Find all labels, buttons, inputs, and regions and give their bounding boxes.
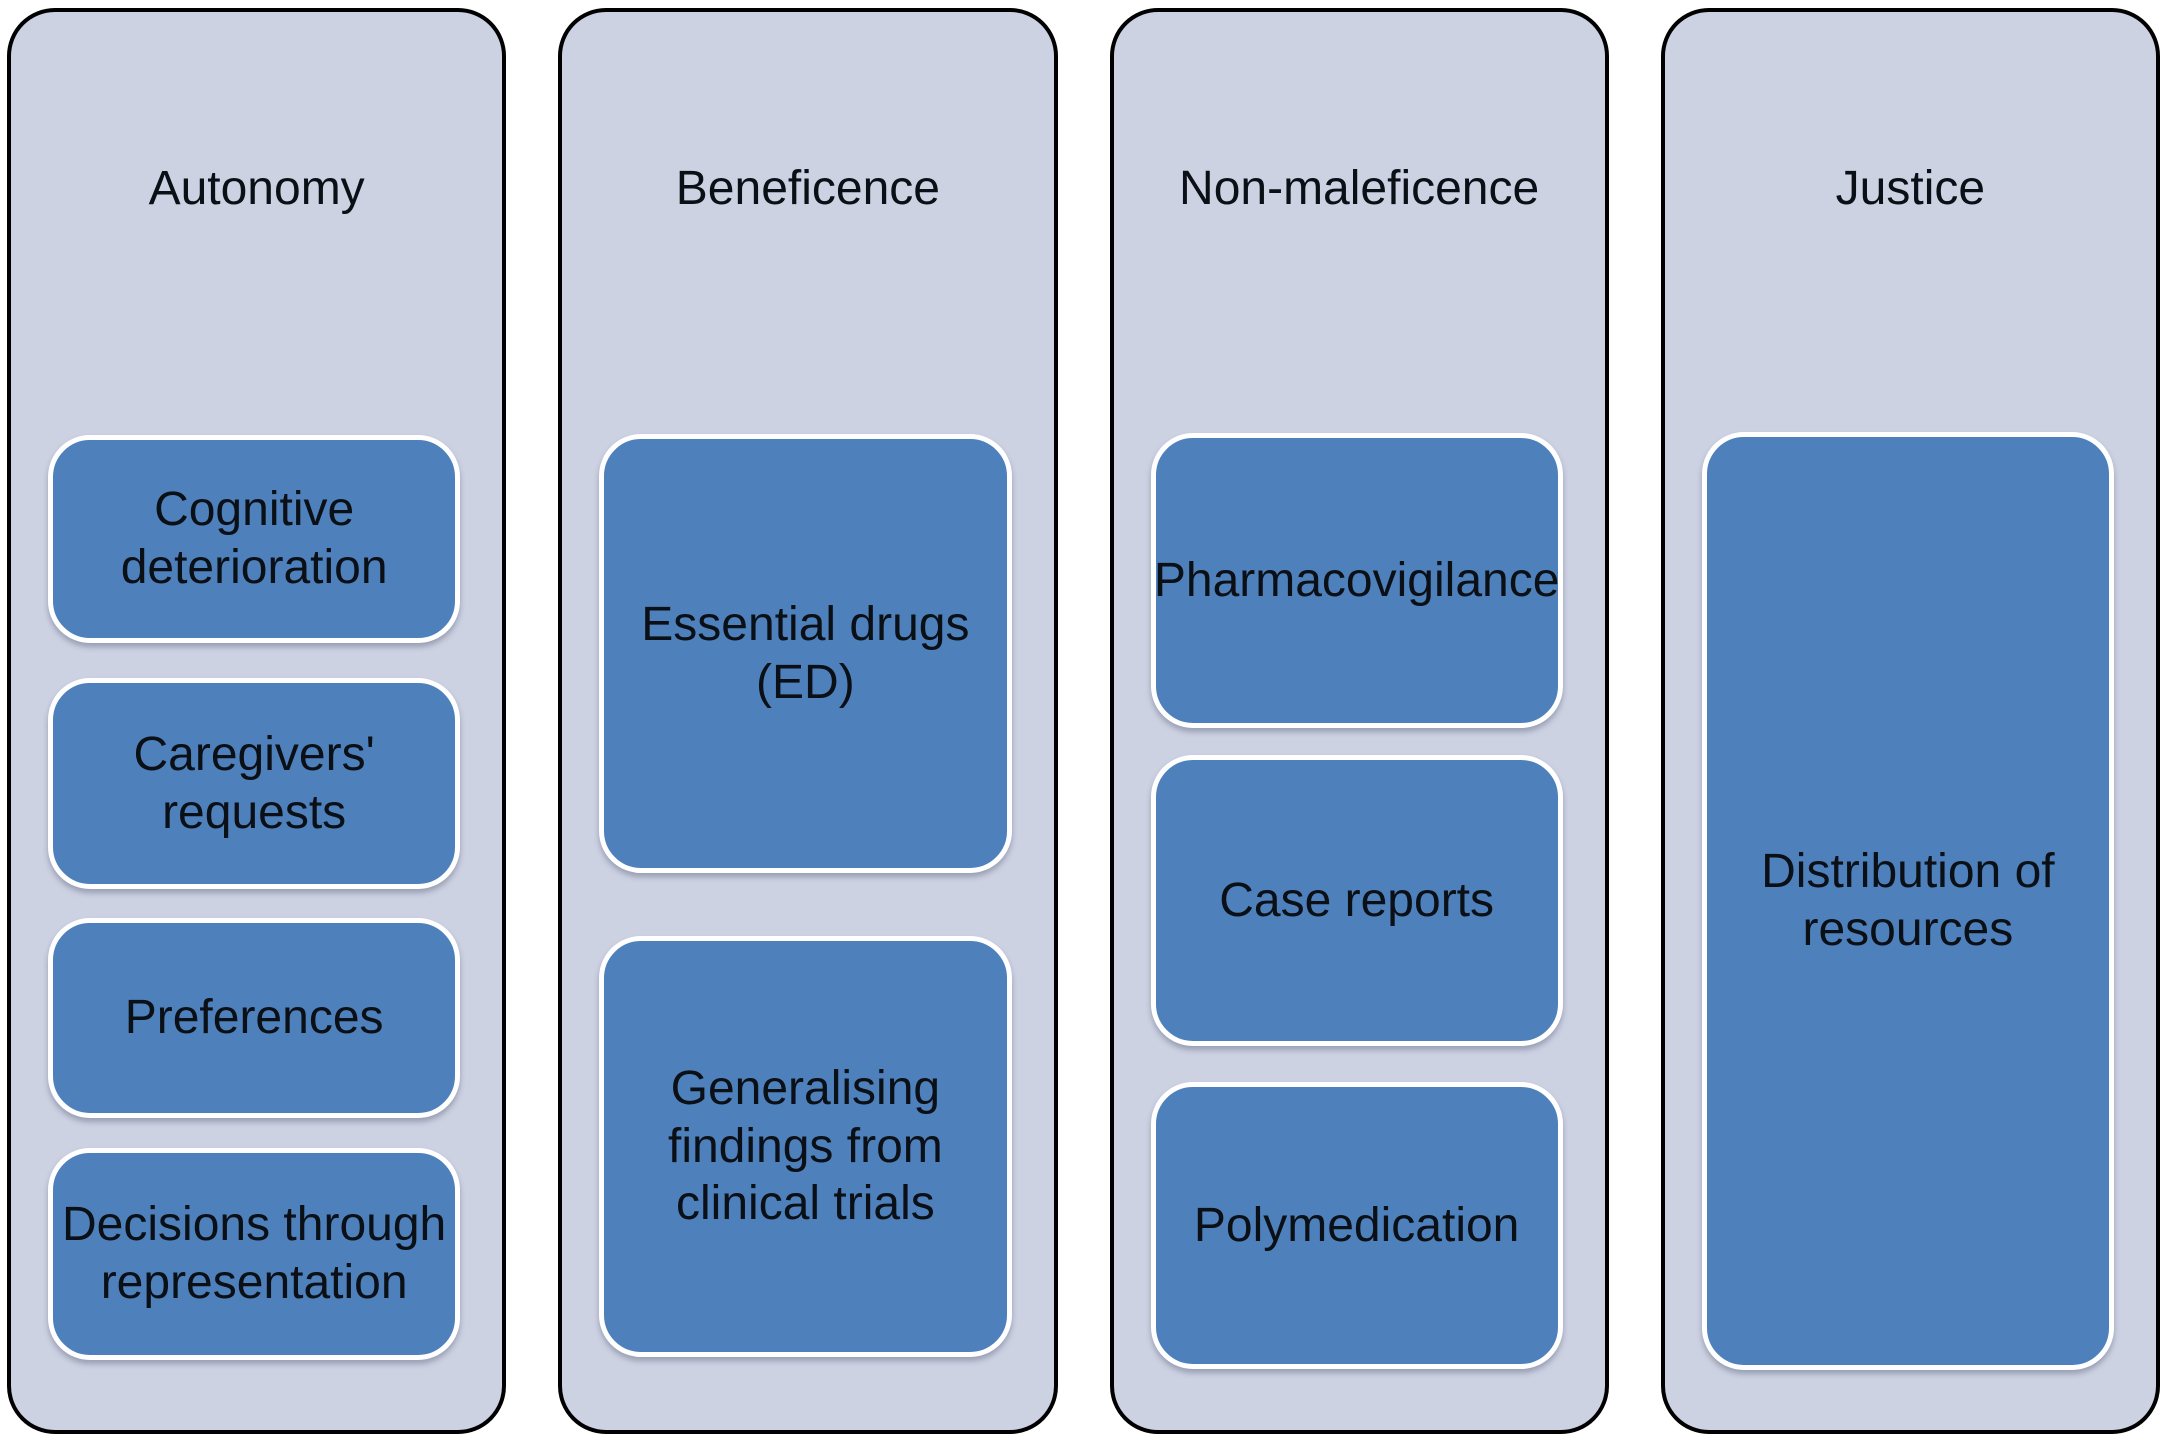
column-beneficence: Beneficence Essential drugs (ED) General… [558, 8, 1058, 1434]
item-case-reports: Case reports [1150, 755, 1563, 1046]
column-title-non-maleficence: Non-maleficence [1179, 162, 1540, 215]
item-polymedication: Polymedication [1150, 1082, 1563, 1369]
item-decisions-through-representation: Decisions through representation [48, 1148, 461, 1360]
item-caregivers-requests: Caregivers' requests [48, 678, 461, 889]
item-pharmacovigilance: Pharmacovigilance [1150, 433, 1563, 728]
column-title-beneficence: Beneficence [675, 162, 940, 215]
item-cognitive-deterioration: Cognitive deterioration [48, 435, 461, 643]
item-distribution-of-resources: Distribution of resources [1701, 432, 2114, 1370]
column-autonomy: Autonomy Cognitive deterioration Caregiv… [7, 8, 507, 1434]
item-preferences: Preferences [48, 918, 461, 1118]
column-title-autonomy: Autonomy [148, 162, 365, 215]
column-title-justice: Justice [1835, 162, 1986, 215]
column-justice: Justice Distribution of resources [1660, 8, 2160, 1434]
item-generalising-findings: Generalising findings from clinical tria… [599, 936, 1012, 1357]
column-non-maleficence: Non-maleficence Pharmacovigilance Case r… [1109, 8, 1609, 1434]
item-essential-drugs: Essential drugs (ED) [599, 434, 1012, 873]
